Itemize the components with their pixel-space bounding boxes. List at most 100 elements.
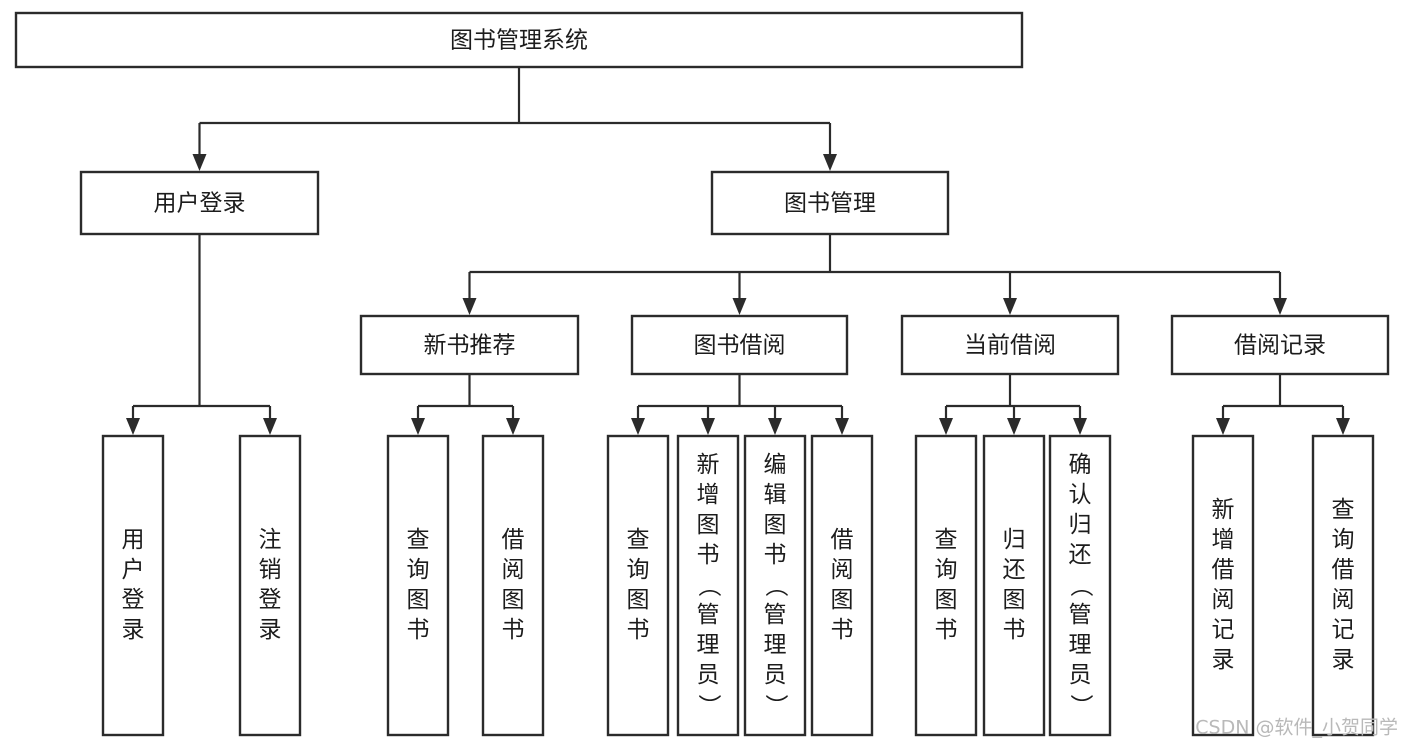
leaf-node-6-char: 管 bbox=[764, 602, 787, 628]
arrow-head-icon bbox=[1273, 298, 1287, 315]
leaf-node-2-rect bbox=[386, 434, 450, 737]
leaf-node-9-char: 图 bbox=[1003, 587, 1026, 613]
leaf-node-2-char: 图 bbox=[407, 587, 430, 613]
level3-node-1: 图书借阅 bbox=[630, 314, 849, 376]
leaf-node-6-char: 书 bbox=[764, 542, 787, 568]
leaf-node-3-rect bbox=[481, 434, 545, 737]
leaf-node-5-char: 员 bbox=[697, 662, 720, 688]
leaf-node-11-rect bbox=[1191, 434, 1255, 737]
leaf-node-3-char: 阅 bbox=[502, 557, 525, 583]
leaf-node-12-char: 录 bbox=[1332, 647, 1355, 673]
leaf-node-8-char: 询 bbox=[935, 557, 958, 583]
leaf-node-11-char: 记 bbox=[1212, 617, 1235, 643]
leaf-node-1-char: 销 bbox=[259, 557, 282, 583]
level3-node-1-label: 图书借阅 bbox=[694, 333, 786, 359]
leaf-node-3-char: 借 bbox=[502, 527, 525, 553]
leaf-node-4-char: 询 bbox=[627, 557, 650, 583]
leaf-node-3-char: 图 bbox=[502, 587, 525, 613]
arrow-head-icon bbox=[823, 154, 837, 171]
leaf-node-0-char: 用 bbox=[122, 527, 145, 553]
level3-node-0-rect bbox=[359, 314, 580, 376]
level3-node-1-rect bbox=[630, 314, 849, 376]
level3-node-3: 借阅记录 bbox=[1170, 314, 1390, 376]
leaf-node-10-char: 还 bbox=[1069, 542, 1092, 568]
leaf-node-5-char: （ bbox=[696, 574, 722, 597]
leaf-node-9-char: 还 bbox=[1003, 557, 1026, 583]
leaf-node-3-char: 书 bbox=[502, 617, 525, 643]
leaf-node-0-char: 登 bbox=[122, 587, 145, 613]
connector-layer bbox=[126, 67, 1350, 435]
leaf-node-5-char: 管 bbox=[697, 602, 720, 628]
leaf-node-10-char: ） bbox=[1068, 694, 1094, 717]
level3-node-2-label: 当前借阅 bbox=[964, 333, 1056, 359]
arrow-head-icon bbox=[1073, 418, 1087, 435]
leaf-node-7-char: 阅 bbox=[831, 557, 854, 583]
root-node-book-management-system-label: 图书管理系统 bbox=[450, 28, 588, 54]
leaf-node-10-char: 理 bbox=[1069, 632, 1092, 658]
leaf-node-0-char: 户 bbox=[122, 557, 145, 583]
arrow-head-icon bbox=[939, 418, 953, 435]
leaf-node-7-char: 书 bbox=[831, 617, 854, 643]
leaf-node-0-char: 录 bbox=[122, 617, 145, 643]
leaf-node-10-char: 认 bbox=[1069, 482, 1092, 508]
leaf-node-0-rect bbox=[101, 434, 165, 737]
leaf-node-6-char: 编 bbox=[764, 452, 787, 478]
leaf-node-11-char: 阅 bbox=[1212, 587, 1235, 613]
level3-node-2: 当前借阅 bbox=[900, 314, 1120, 376]
arrow-head-icon bbox=[1216, 418, 1230, 435]
leaf-node-12-rect bbox=[1311, 434, 1375, 737]
level2-node-0-label: 用户登录 bbox=[154, 191, 246, 217]
leaf-node-9-rect bbox=[982, 434, 1046, 737]
arrow-head-icon bbox=[1336, 418, 1350, 435]
csdn-watermark: CSDN @软件_小贺同学 bbox=[1195, 717, 1398, 739]
leaf-node-6-char: 图 bbox=[764, 512, 787, 538]
leaf-node-4-rect bbox=[606, 434, 670, 737]
arrow-head-icon bbox=[126, 418, 140, 435]
leaf-node-6-char: ） bbox=[763, 694, 789, 717]
arrow-head-icon bbox=[1003, 298, 1017, 315]
level3-node-2-rect bbox=[900, 314, 1120, 376]
leaf-node-10-char: 管 bbox=[1069, 602, 1092, 628]
level2-node-1-rect bbox=[710, 170, 950, 236]
leaf-node-8-char: 图 bbox=[935, 587, 958, 613]
leaf-node-7-rect bbox=[810, 434, 874, 737]
leaf-node-0: 用户登录 bbox=[101, 434, 165, 737]
leaf-node-6-char: （ bbox=[763, 574, 789, 597]
leaf-node-4-char: 图 bbox=[627, 587, 650, 613]
leaf-node-5-char: 图 bbox=[697, 512, 720, 538]
leaf-node-2-char: 书 bbox=[407, 617, 430, 643]
leaf-node-6-rect bbox=[743, 434, 807, 737]
leaf-node-10-char: 员 bbox=[1069, 662, 1092, 688]
arrow-head-icon bbox=[411, 418, 425, 435]
leaf-node-1-char: 登 bbox=[259, 587, 282, 613]
arrow-head-icon bbox=[835, 418, 849, 435]
leaf-node-10-char: 确 bbox=[1069, 452, 1092, 478]
leaf-node-9-char: 书 bbox=[1003, 617, 1026, 643]
arrow-head-icon bbox=[506, 418, 520, 435]
leaf-node-11-char: 录 bbox=[1212, 647, 1235, 673]
leaf-node-7-char: 借 bbox=[831, 527, 854, 553]
leaf-node-5-rect bbox=[676, 434, 740, 737]
leaf-node-4-char: 查 bbox=[627, 527, 650, 553]
arrow-head-icon bbox=[462, 298, 477, 315]
root-node-book-management-system-rect bbox=[14, 11, 1024, 69]
arrow-head-icon bbox=[768, 418, 782, 435]
arrow-head-icon bbox=[1007, 418, 1021, 435]
level3-node-0-label: 新书推荐 bbox=[424, 333, 516, 359]
